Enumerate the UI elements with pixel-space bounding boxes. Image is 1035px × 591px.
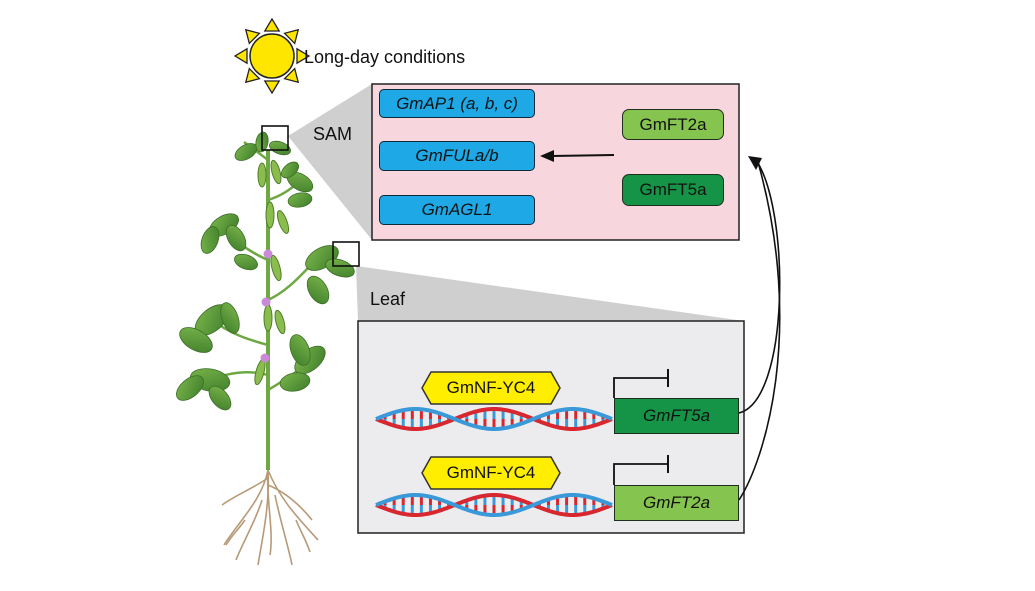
sun-icon — [233, 17, 311, 95]
regulator-hexagon-2 — [421, 456, 561, 490]
ft2a-to-sam-curve — [738, 161, 781, 501]
repression-bar-ft2a — [613, 463, 668, 485]
repression-bar-ft5a — [613, 377, 668, 398]
dna-helix-ft5a — [375, 407, 613, 431]
gene-gmagl1: GmAGL1 — [379, 195, 535, 225]
protein-gmft2a: GmFT2a — [622, 109, 724, 140]
curve-arrowhead — [748, 156, 762, 170]
regulator-hexagon-1 — [421, 371, 561, 405]
gene-gmft5a: GmFT5a — [614, 398, 739, 434]
gene-gmfula-b: GmFULa/b — [379, 141, 535, 171]
roots — [221, 469, 319, 566]
sam-marker-square — [261, 125, 289, 151]
gene-gmft2a: GmFT2a — [614, 485, 739, 521]
leaf-label: Leaf — [370, 289, 406, 309]
ft5a-to-sam-curve — [738, 159, 781, 414]
regulator-label-2: GmNF-YC4 — [446, 463, 536, 482]
sam-label: SAM — [313, 124, 353, 144]
gene-gmap1: GmAP1 (a, b, c) — [379, 89, 535, 118]
leaf-zoom-wedge — [356, 266, 744, 321]
sam-zoom-wedge — [288, 84, 372, 240]
ft-to-ful-arrow — [551, 154, 615, 157]
ft-to-ful-arrowhead — [540, 150, 554, 162]
soybean-plant-illustration — [176, 131, 355, 566]
protein-gmft5a: GmFT5a — [622, 174, 724, 206]
regulator-label-1: GmNF-YC4 — [446, 378, 536, 397]
dna-helix-ft2a — [375, 493, 613, 517]
condition-label: Long-day conditions — [304, 47, 466, 67]
leaf-marker-square — [332, 241, 360, 267]
